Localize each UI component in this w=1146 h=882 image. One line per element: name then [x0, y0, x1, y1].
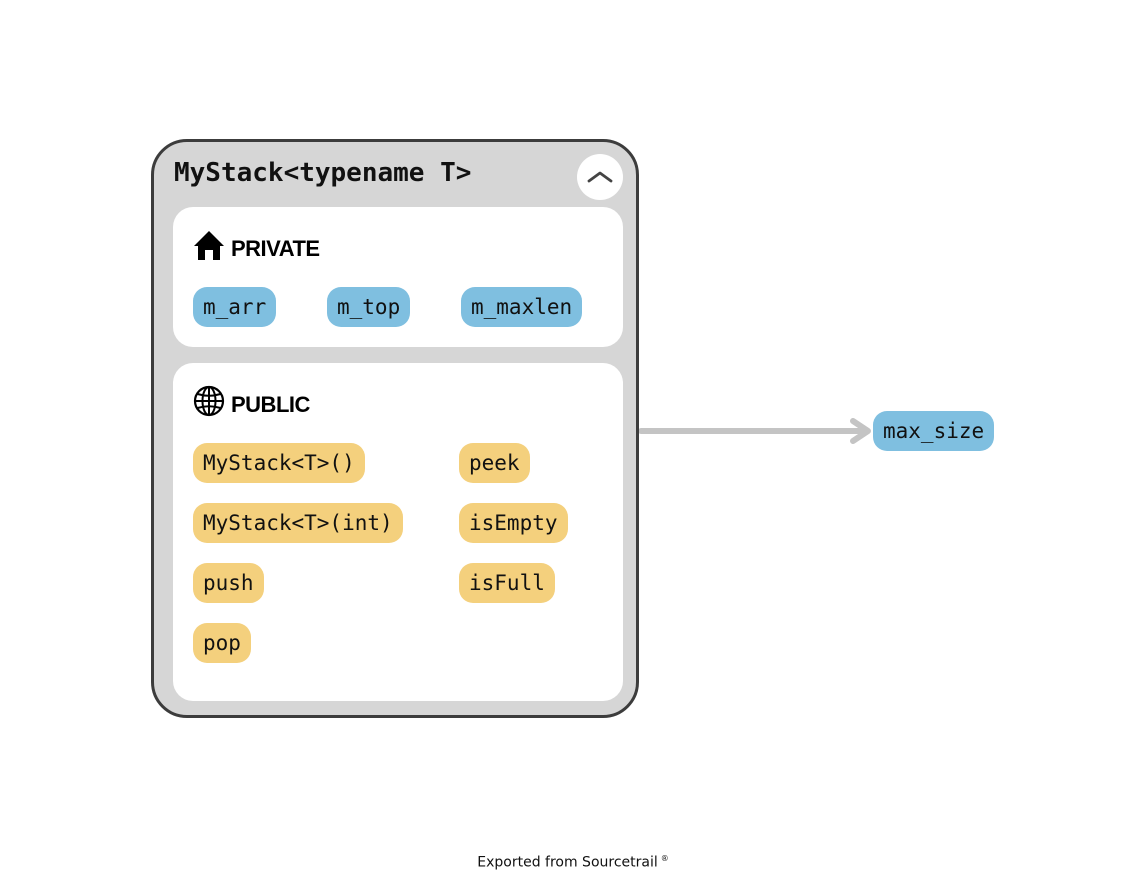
public-section-header: PUBLIC: [193, 383, 310, 417]
method-isfull[interactable]: isFull: [459, 563, 555, 603]
class-title: MyStack<typename T>: [174, 158, 472, 188]
public-section: PUBLIC MyStack<T>() MyStack<T>(int) push…: [173, 363, 623, 701]
registered-mark: ®: [660, 854, 669, 863]
method-isempty[interactable]: isEmpty: [459, 503, 568, 543]
method-peek[interactable]: peek: [459, 443, 530, 483]
house-icon: [194, 231, 224, 260]
field-m-top[interactable]: m_top: [327, 287, 411, 327]
collapse-button[interactable]: [577, 154, 623, 200]
class-node-mystack[interactable]: MyStack<typename T> PRIVATE m_arr m_top …: [151, 139, 639, 718]
public-section-label: PUBLIC: [231, 392, 310, 417]
private-section-header: PRIVATE: [193, 227, 320, 261]
footer-text: Exported from Sourcetrail: [477, 854, 658, 871]
edge-arrowhead: [850, 418, 871, 444]
method-push[interactable]: push: [193, 563, 264, 603]
method-constructor[interactable]: MyStack<T>(): [193, 443, 365, 483]
private-section: PRIVATE m_arr m_top m_maxlen: [173, 207, 623, 347]
private-section-label: PRIVATE: [231, 236, 320, 261]
chevron-up-icon: [587, 171, 613, 183]
field-m-arr[interactable]: m_arr: [193, 287, 277, 327]
external-field-max-size[interactable]: max_size: [873, 411, 995, 451]
method-pop[interactable]: pop: [193, 623, 251, 663]
method-constructor-int[interactable]: MyStack<T>(int): [193, 503, 403, 543]
export-footer: Exported from Sourcetrail®: [0, 854, 1146, 871]
field-m-maxlen[interactable]: m_maxlen: [461, 287, 583, 327]
globe-icon: [193, 385, 225, 417]
